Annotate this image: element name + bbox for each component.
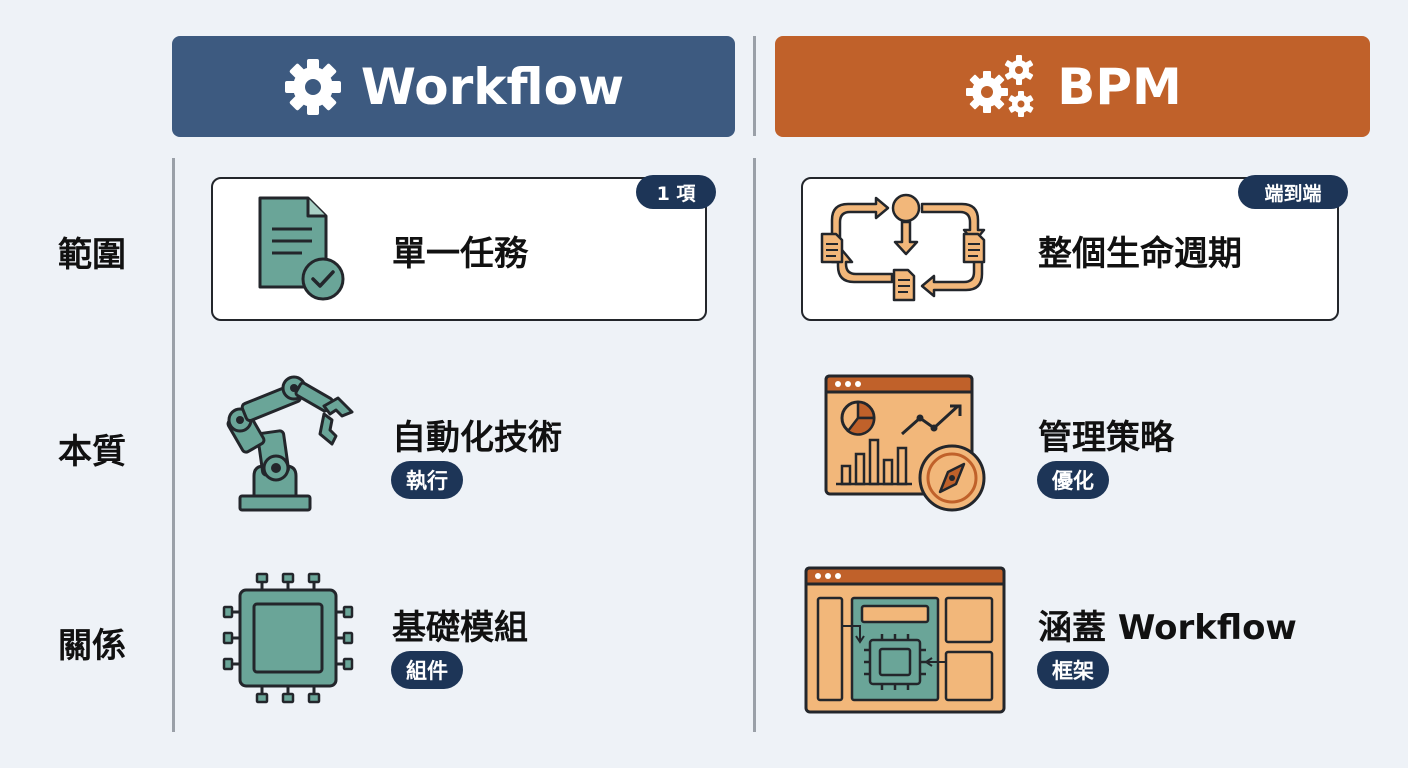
gear-icon	[283, 57, 343, 117]
center-column-divider	[753, 158, 756, 732]
header-divider	[753, 36, 756, 136]
framework-chip-icon	[804, 566, 1008, 716]
workflow-scope-badge: 1 項	[636, 175, 716, 209]
workflow-nature-title: 自動化技術	[392, 418, 562, 458]
row-label-scope: 範圍	[58, 235, 126, 275]
workflow-nature-tag: 執行	[391, 461, 463, 499]
left-column-divider	[172, 158, 175, 732]
bpm-relation-title: 涵蓋 Workflow	[1038, 608, 1297, 648]
dashboard-compass-icon	[824, 374, 990, 516]
gears-icon	[963, 54, 1039, 120]
bpm-nature-tag: 優化	[1037, 461, 1109, 499]
workflow-relation-tag: 組件	[391, 651, 463, 689]
bpm-relation-tag: 框架	[1037, 651, 1109, 689]
workflow-scope-title: 單一任務	[392, 234, 528, 274]
workflow-relation-title: 基礎模組	[392, 608, 528, 648]
bpm-scope-badge: 端到端	[1238, 175, 1348, 209]
workflow-header: Workflow	[172, 36, 735, 137]
chip-icon	[222, 572, 354, 704]
bpm-nature-title: 管理策略	[1038, 418, 1174, 458]
row-label-relation: 關係	[58, 626, 126, 666]
process-cycle-icon	[818, 190, 996, 310]
row-label-nature: 本質	[58, 432, 126, 472]
bpm-scope-title: 整個生命週期	[1038, 234, 1242, 274]
workflow-header-title: Workflow	[360, 57, 625, 116]
bpm-header: BPM	[775, 36, 1370, 137]
document-check-icon	[256, 195, 348, 301]
bpm-header-title: BPM	[1057, 57, 1182, 116]
robot-arm-icon	[220, 372, 360, 517]
